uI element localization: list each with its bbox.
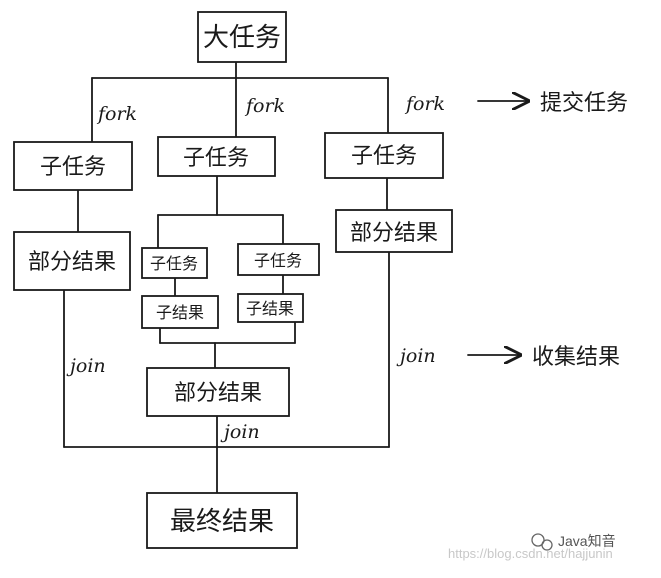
node-final-result: 最终结果 (146, 492, 298, 549)
watermark-brand-label: Java知音 (558, 533, 616, 549)
node-inner-subtask-2-label: 子任务 (254, 251, 302, 270)
edge-label-fork-2: fork (244, 95, 285, 117)
node-partial-right-label: 部分结果 (350, 221, 438, 246)
edge-label-join-center: join (220, 421, 260, 443)
annotation-collect-results: 收集结果 (532, 345, 620, 370)
node-inner-result-2: 子结果 (237, 293, 304, 323)
annotation-submit-task: 提交任务 (540, 91, 628, 116)
edge-label-fork-1: fork (96, 103, 137, 125)
node-partial-left-label: 部分结果 (28, 250, 116, 275)
edge-label-join-right: join (396, 345, 436, 367)
node-big-task: 大任务 (197, 11, 287, 63)
node-subtask-mid-label: 子任务 (183, 146, 249, 171)
connector-lines (63, 61, 390, 494)
node-partial-mid: 部分结果 (146, 367, 290, 417)
node-partial-left: 部分结果 (13, 231, 131, 291)
watermark-brand: Java知音 (531, 533, 616, 551)
node-final-result-label: 最终结果 (170, 507, 274, 537)
node-partial-right: 部分结果 (335, 209, 453, 253)
node-inner-subtask-1: 子任务 (141, 247, 208, 279)
node-subtask-right: 子任务 (324, 132, 444, 179)
wechat-icon (531, 533, 545, 547)
node-inner-result-1-label: 子结果 (156, 303, 204, 322)
node-inner-result-2-label: 子结果 (246, 299, 294, 318)
node-subtask-right-label: 子任务 (351, 144, 417, 169)
node-big-task-label: 大任务 (203, 23, 281, 53)
node-inner-result-1: 子结果 (141, 295, 219, 329)
watermark-url: https://blog.csdn.net/hajjunin (448, 546, 613, 561)
node-inner-subtask-1-label: 子任务 (150, 254, 198, 273)
node-subtask-mid: 子任务 (157, 136, 276, 177)
edge-label-join-left: join (66, 355, 106, 377)
node-subtask-left: 子任务 (13, 141, 133, 191)
edge-label-fork-3: fork (404, 93, 445, 115)
node-partial-mid-label: 部分结果 (174, 381, 262, 406)
node-subtask-left-label: 子任务 (40, 155, 106, 180)
node-inner-subtask-2: 子任务 (237, 243, 320, 276)
